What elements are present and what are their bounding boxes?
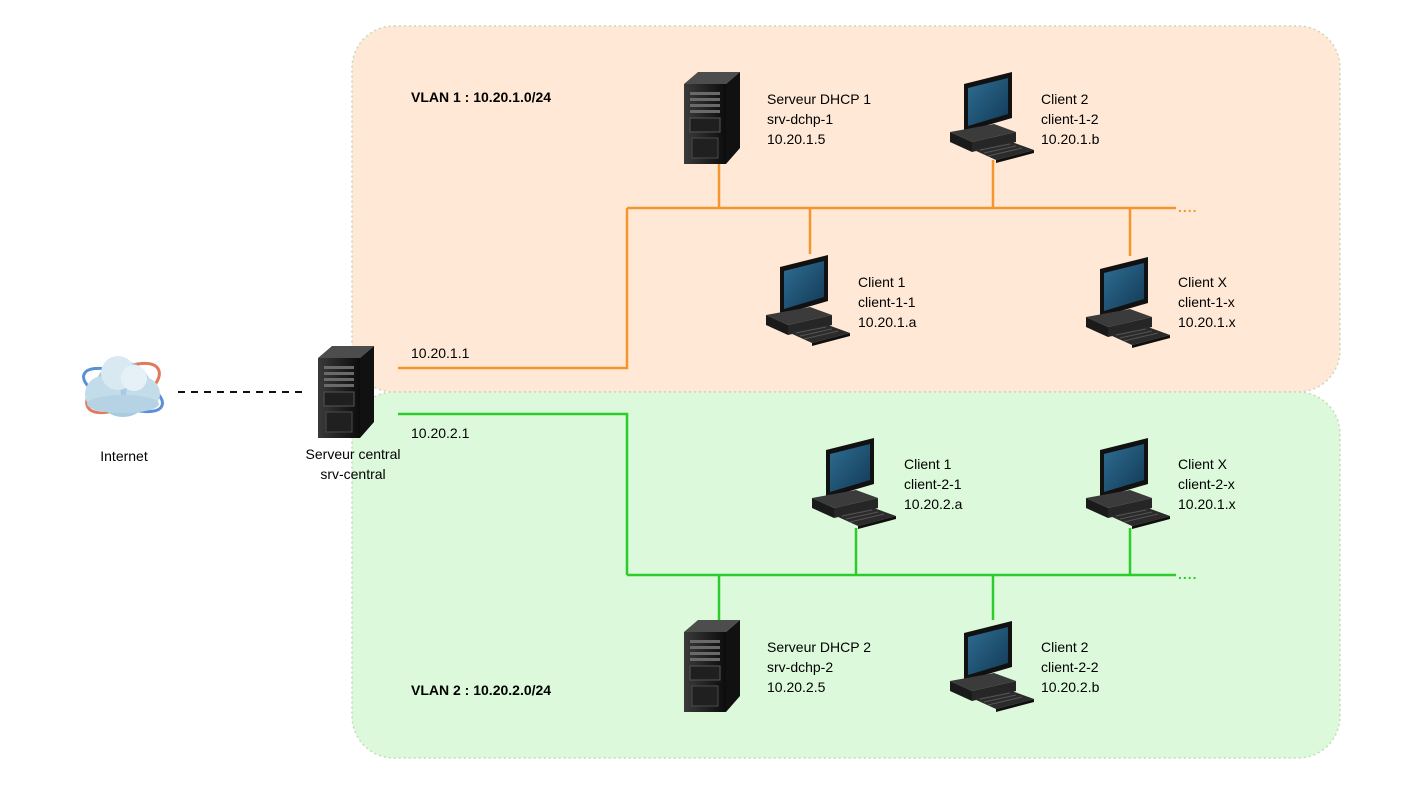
vlan1-continuation: ....: [1178, 199, 1198, 215]
vlan1-links: [398, 160, 1176, 370]
vlan1-dhcp-ip: 10.20.1.5: [767, 131, 826, 147]
vlan2-client-b-node: Client 2 client-2-2 10.20.2.b: [949, 620, 1100, 713]
vlan2-client-x-node: Client X client-2-x 10.20.1.x: [1085, 437, 1236, 530]
server-tower-icon: [683, 71, 741, 165]
vlan1-client-b-node: Client 2 client-1-2 10.20.1.b: [949, 71, 1100, 164]
vlan2-client-x-host: client-2-x: [1178, 476, 1235, 492]
vlan1-title: VLAN 1 : 10.20.1.0/24: [411, 89, 551, 105]
vlan2-continuation: ....: [1178, 566, 1198, 582]
server-tower-icon: [317, 345, 375, 439]
vlan1-client-b-ip: 10.20.1.b: [1041, 131, 1100, 147]
vlan2-title: VLAN 2 : 10.20.2.0/24: [411, 682, 551, 698]
vlan1-client-a-node: Client 1 client-1-1 10.20.1.a: [765, 254, 917, 347]
vlan1-uplink: [398, 208, 629, 370]
vlan1-dhcp-name: Serveur DHCP 1: [767, 91, 871, 107]
vlan2-links: [398, 412, 1176, 622]
server-tower-icon: [683, 619, 741, 713]
vlan2-dhcp-ip: 10.20.2.5: [767, 679, 826, 695]
vlan1-client-a-ip: 10.20.1.a: [858, 314, 917, 330]
vlan1-client-x-name: Client X: [1178, 274, 1228, 290]
vlan2-client-x-ip: 10.20.1.x: [1178, 496, 1236, 512]
cloud-globe-icon: [82, 356, 164, 417]
vlan2-client-a-node: Client 1 client-2-1 10.20.2.a: [811, 437, 963, 530]
internet-label: Internet: [100, 448, 148, 464]
vlan2-gateway-ip: 10.20.2.1: [411, 425, 470, 441]
vlan2-client-a-host: client-2-1: [904, 476, 962, 492]
vlan2-client-a-name: Client 1: [904, 456, 952, 472]
vlan2-dhcp-server-node: Serveur DHCP 2 srv-dchp-2 10.20.2.5: [683, 619, 871, 713]
vlan2-client-b-host: client-2-2: [1041, 659, 1099, 675]
central-server-host: srv-central: [320, 466, 385, 482]
vlan2-uplink: [398, 412, 629, 575]
vlan1-client-x-ip: 10.20.1.x: [1178, 314, 1236, 330]
vlan2-dhcp-host: srv-dchp-2: [767, 659, 833, 675]
vlan1-client-x-node: Client X client-1-x 10.20.1.x: [1085, 256, 1236, 349]
vlan1-gateway-ip: 10.20.1.1: [411, 345, 470, 361]
vlan2-client-x-name: Client X: [1178, 456, 1228, 472]
central-server-node: Serveur central srv-central: [306, 345, 401, 482]
internet-node: Internet: [82, 356, 164, 464]
vlan2-client-a-ip: 10.20.2.a: [904, 496, 963, 512]
vlan1-client-b-name: Client 2: [1041, 91, 1089, 107]
vlan2-dhcp-name: Serveur DHCP 2: [767, 639, 871, 655]
vlan1-client-a-host: client-1-1: [858, 294, 916, 310]
vlan1-dhcp-server-node: Serveur DHCP 1 srv-dchp-1 10.20.1.5: [683, 71, 871, 165]
central-server-name: Serveur central: [306, 446, 401, 462]
vlan1-client-b-host: client-1-2: [1041, 111, 1099, 127]
vlan1-client-a-name: Client 1: [858, 274, 906, 290]
vlan1-client-x-host: client-1-x: [1178, 294, 1235, 310]
vlan2-client-b-ip: 10.20.2.b: [1041, 679, 1100, 695]
vlan1-dhcp-host: srv-dchp-1: [767, 111, 833, 127]
vlan2-client-b-name: Client 2: [1041, 639, 1089, 655]
